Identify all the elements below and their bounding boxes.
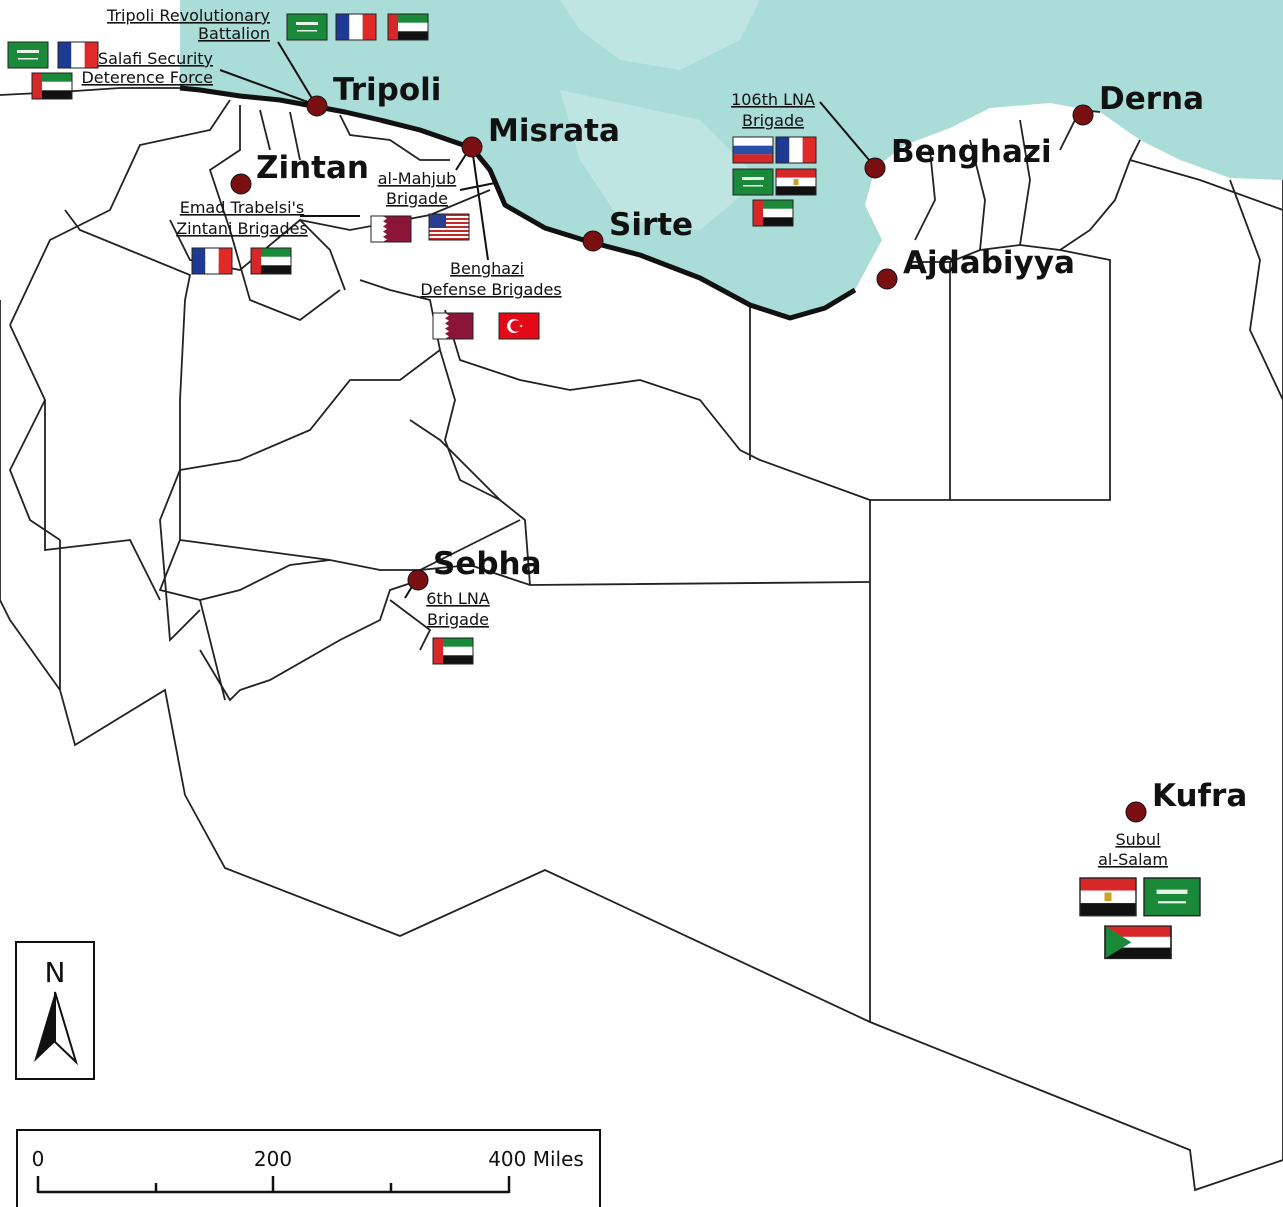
- city-label-sirte: Sirte: [609, 207, 693, 243]
- flag-france-icon: [57, 41, 99, 69]
- land-borders: [0, 87, 1283, 1192]
- group-label-106th-lna: Brigade: [742, 111, 804, 130]
- group-label-emad-trabelsi: Zintani Brigades: [176, 219, 308, 238]
- flag-usa-icon: [428, 213, 470, 241]
- city-label-kufra: Kufra: [1152, 778, 1247, 814]
- benghazi-dot: [864, 157, 886, 179]
- flag-egypt-icon: [775, 168, 817, 196]
- kufra-dot: [1125, 801, 1147, 823]
- city-label-ajdabiyya: Ajdabiyya: [903, 245, 1075, 281]
- group-label-al-mahjub: al-Mahjub: [378, 169, 457, 188]
- group-label-emad-trabelsi: Emad Trabelsi's: [180, 198, 305, 217]
- group-label-6th-lna: Brigade: [427, 610, 489, 629]
- flag-saudi-icon: [7, 41, 49, 69]
- sirte-dot: [582, 230, 604, 252]
- group-label-tripoli-revolutionary: Tripoli Revolutionary: [106, 6, 270, 25]
- group-label-benghazi-defense: Benghazi: [450, 259, 524, 278]
- ajdabiyya-dot: [876, 268, 898, 290]
- scale-tick-0: 0: [32, 1147, 45, 1171]
- flag-turkey-icon: [498, 312, 540, 340]
- misrata-dot: [461, 136, 483, 158]
- group-label-subul-al-salam: Subul: [1115, 830, 1160, 849]
- city-label-zintan: Zintan: [256, 150, 369, 186]
- north-arrow-label: N: [45, 956, 66, 989]
- flag-uae-icon: [752, 199, 794, 227]
- scale-tick-200: 200: [254, 1147, 292, 1171]
- north-arrow-icon: [34, 992, 55, 1062]
- flag-france-icon: [191, 247, 233, 275]
- flag-uae-icon: [250, 247, 292, 275]
- scale-tick-400: 400 Miles: [488, 1147, 584, 1171]
- city-label-derna: Derna: [1099, 81, 1204, 117]
- coastline: [179, 85, 857, 321]
- group-label-benghazi-defense: Defense Brigades: [420, 280, 561, 299]
- flag-sudan-icon: [1104, 925, 1172, 960]
- flag-russia-icon: [732, 136, 774, 164]
- flag-egypt-icon: [1079, 877, 1137, 917]
- flag-uae-icon: [387, 13, 429, 41]
- sea-shade: [560, 0, 760, 70]
- city-markers: [230, 95, 1147, 823]
- group-label-6th-lna: 6th LNA: [426, 589, 490, 608]
- flag-uae-icon: [31, 72, 73, 100]
- city-label-tripoli: Tripoli: [333, 72, 441, 108]
- group-label-subul-al-salam: al-Salam: [1098, 850, 1168, 869]
- flag-saudi-icon: [732, 168, 774, 196]
- group-label-al-mahjub: Brigade: [386, 189, 448, 208]
- north-arrow: N: [15, 941, 95, 1080]
- flag-qatar-icon: [370, 215, 412, 243]
- tripoli-dot: [306, 95, 328, 117]
- city-label-misrata: Misrata: [488, 113, 620, 149]
- flag-uae-icon: [432, 637, 474, 665]
- flag-saudi-icon: [286, 13, 328, 41]
- scale-bar: 0 200 400 Miles: [16, 1129, 601, 1207]
- derna-dot: [1072, 104, 1094, 126]
- city-label-benghazi: Benghazi: [891, 134, 1052, 170]
- group-label-salafi-security: Salafi Security: [98, 49, 213, 68]
- group-label-salafi-security: Deterence Force: [81, 68, 213, 87]
- group-label-tripoli-revolutionary: Battalion: [198, 24, 270, 43]
- city-label-sebha: Sebha: [433, 546, 542, 582]
- group-label-106th-lna: 106th LNA: [731, 90, 815, 109]
- zintan-dot: [230, 173, 252, 195]
- flag-france-icon: [335, 13, 377, 41]
- sea-shade: [560, 90, 760, 230]
- sebha-dot: [407, 569, 429, 591]
- flag-france-icon: [775, 136, 817, 164]
- flag-saudi-icon: [1143, 877, 1201, 917]
- flag-qatar-icon: [432, 312, 474, 340]
